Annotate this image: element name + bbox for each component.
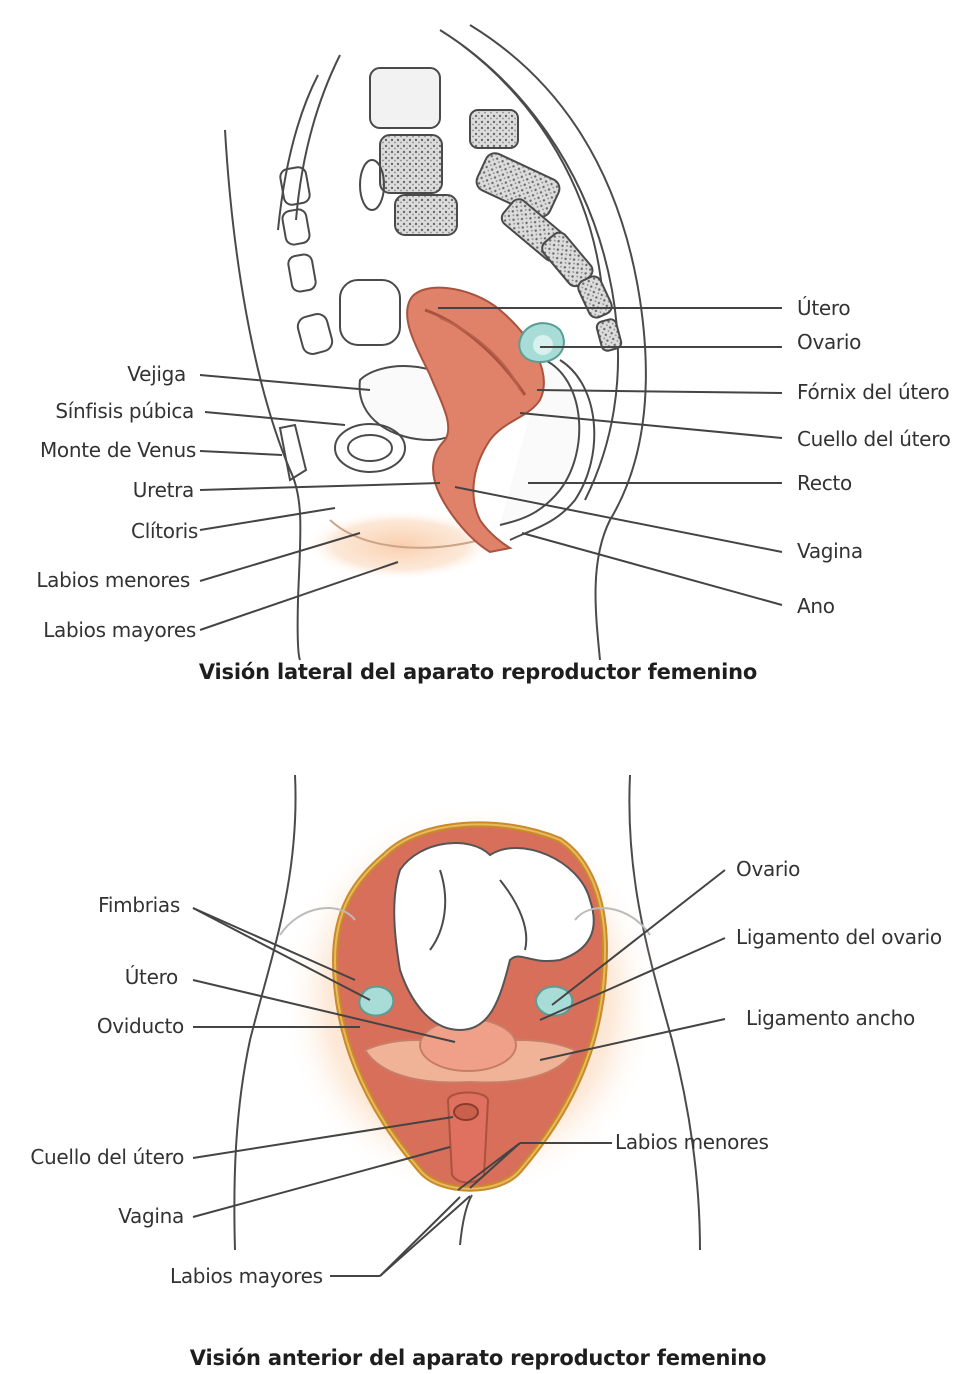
label-sinfisis: Sínfisis púbica — [55, 399, 194, 423]
label-cuello-anterior: Cuello del útero — [30, 1145, 184, 1169]
label-cuello-lateral: Cuello del útero — [797, 427, 951, 451]
label-ovario: Ovario — [797, 330, 861, 354]
label-labios-menores-anterior: Labios menores — [615, 1130, 769, 1154]
label-uretra: Uretra — [133, 478, 194, 502]
label-ano: Ano — [797, 594, 835, 618]
label-recto: Recto — [797, 471, 852, 495]
label-labios-mayores-lateral: Labios mayores — [43, 618, 196, 642]
label-labios-menores-lateral: Labios menores — [36, 568, 190, 592]
caption-lateral: Visión lateral del aparato reproductor f… — [0, 660, 956, 684]
label-ligamento-ancho: Ligamento ancho — [746, 1006, 915, 1030]
ovary-left — [359, 987, 393, 1016]
label-labios-mayores-anterior: Labios mayores — [170, 1264, 323, 1288]
label-ligamento-ovario: Ligamento del ovario — [736, 925, 942, 949]
label-vejiga: Vejiga — [127, 362, 186, 386]
label-clitoris: Clítoris — [131, 519, 198, 543]
label-oviducto: Oviducto — [97, 1014, 184, 1038]
label-utero-anterior: Útero — [125, 965, 178, 989]
label-fornix: Fórnix del útero — [797, 380, 949, 404]
label-vagina-lateral: Vagina — [797, 539, 863, 563]
lateral-body-outline — [225, 130, 300, 660]
label-ovario-anterior: Ovario — [736, 857, 800, 881]
lateral-diagram — [225, 25, 646, 660]
label-vagina-anterior: Vagina — [118, 1204, 184, 1228]
label-fimbrias: Fimbrias — [98, 893, 180, 917]
ovary-right — [536, 987, 572, 1016]
caption-anterior: Visión anterior del aparato reproductor … — [0, 1346, 956, 1370]
anterior-diagram — [234, 775, 700, 1250]
label-monte: Monte de Venus — [40, 438, 196, 462]
label-utero: Útero — [797, 296, 850, 320]
